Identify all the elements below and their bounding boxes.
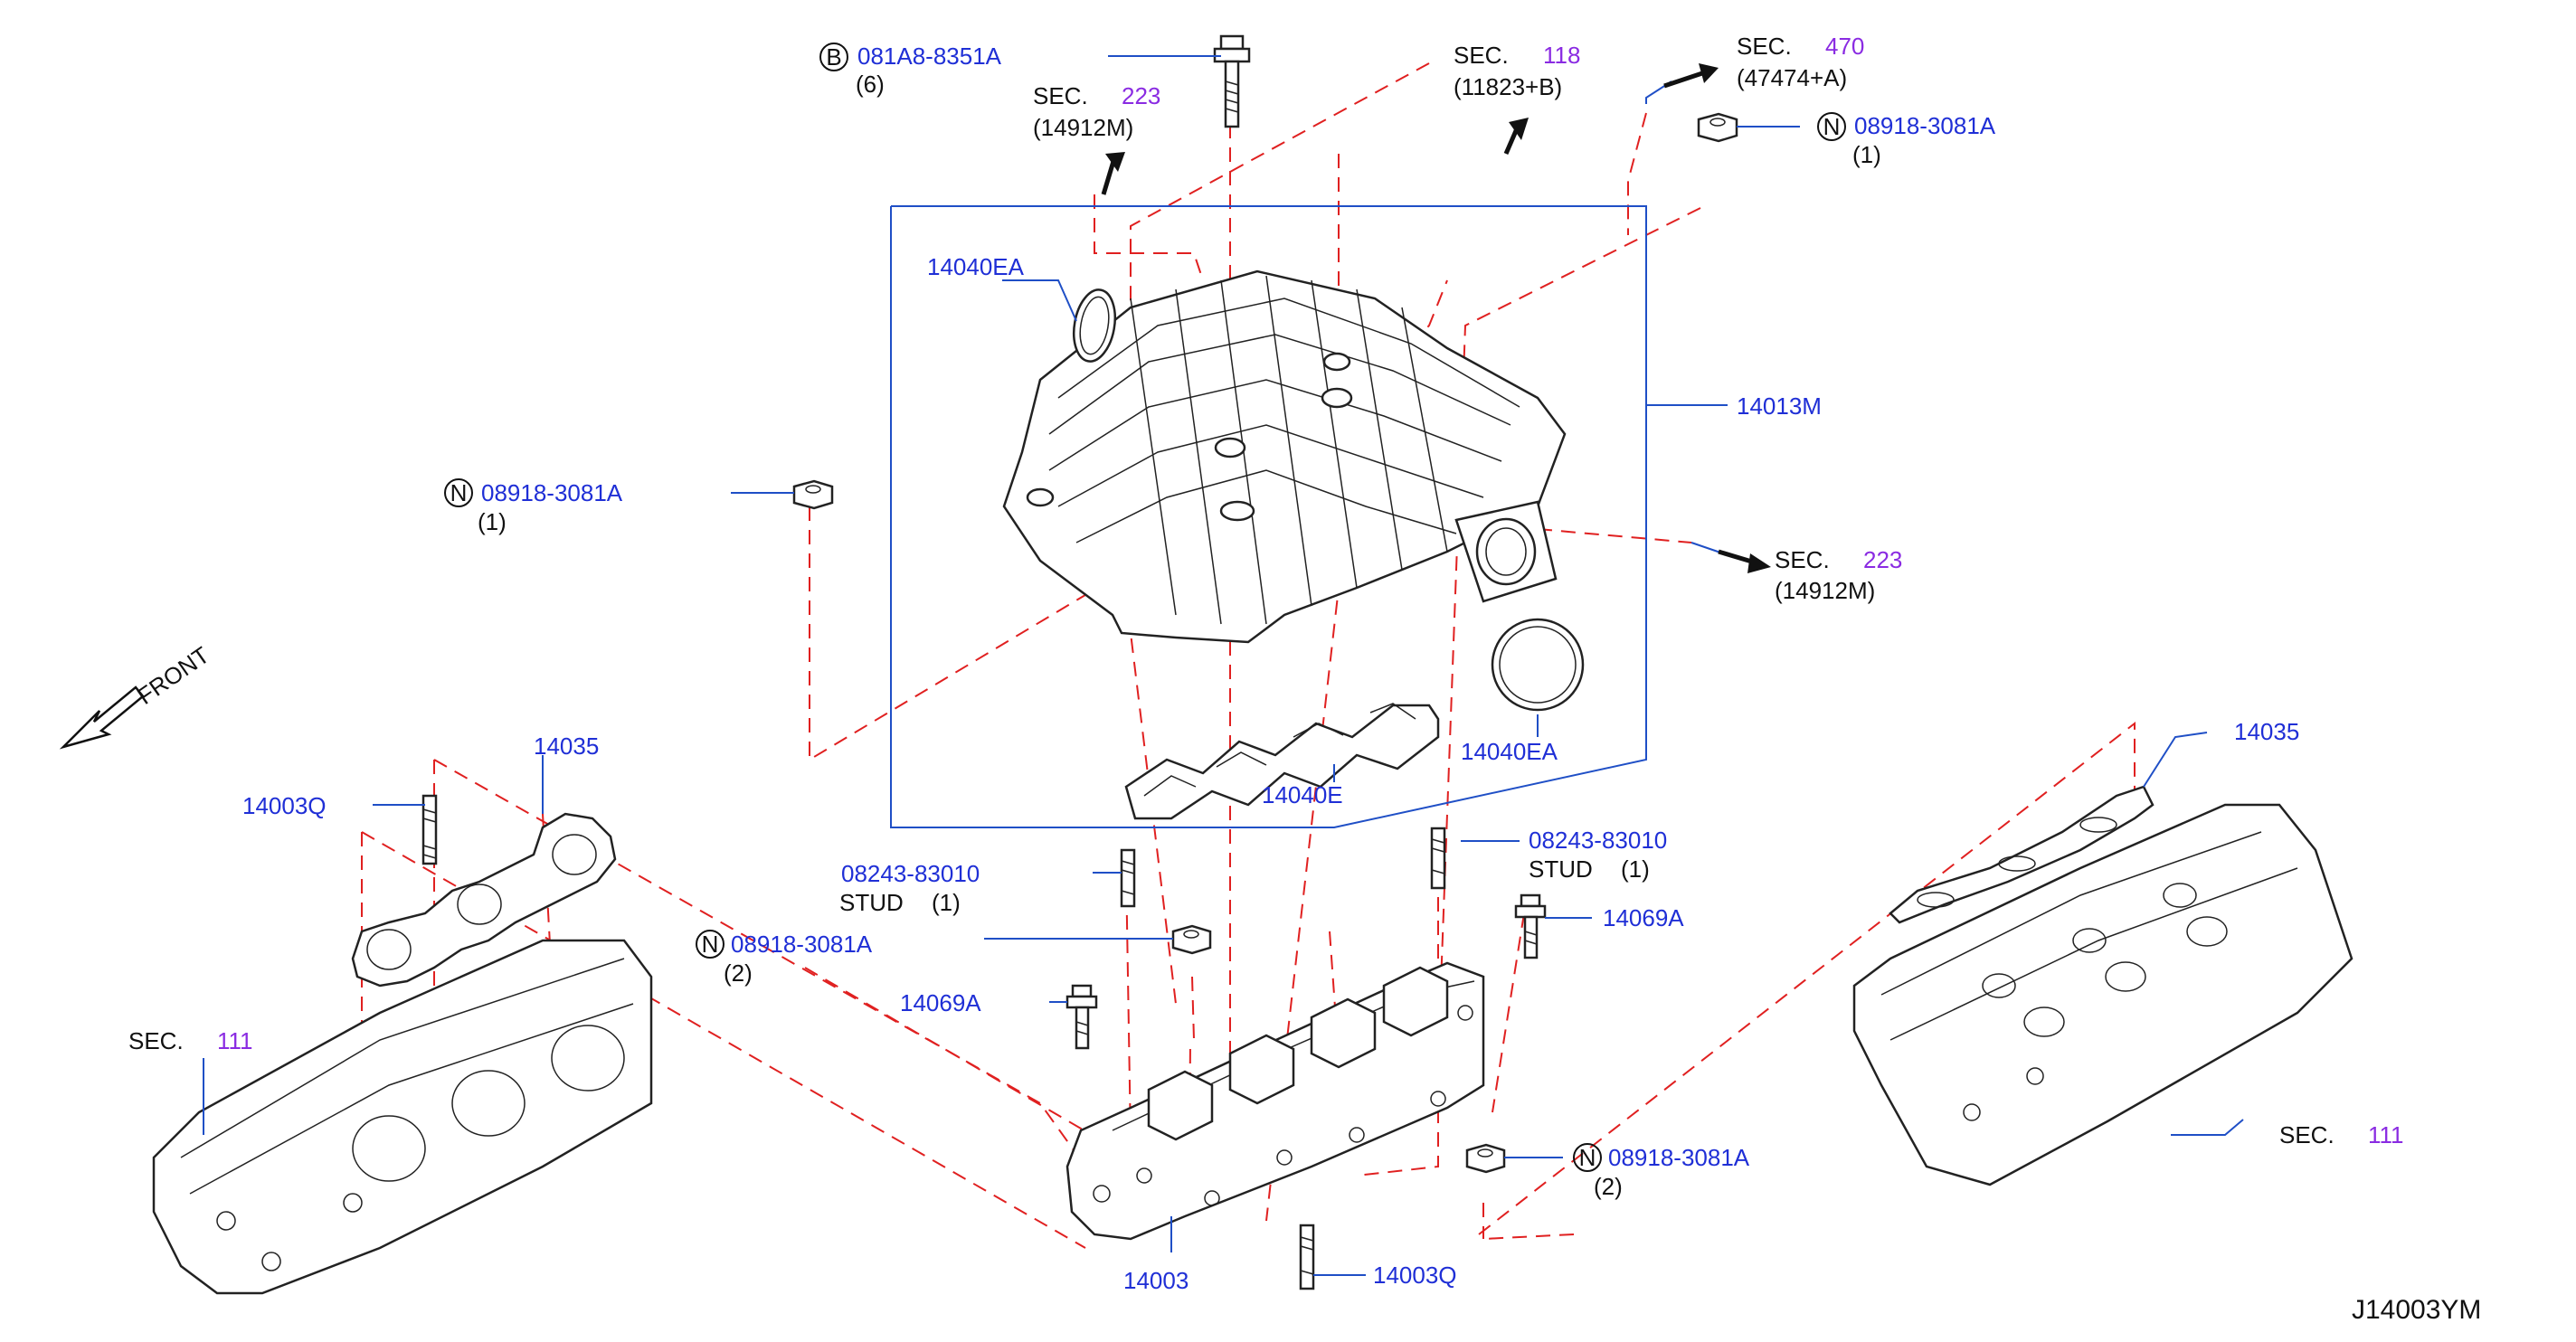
sec118-label: SEC.: [1454, 42, 1509, 69]
mark-B: B: [819, 43, 848, 71]
svg-text:N: N: [702, 931, 719, 958]
gasket-14035-right[interactable]: [1889, 785, 2155, 924]
label-14069A-right[interactable]: 14069A: [1603, 904, 1684, 931]
assembly-frame: [890, 205, 1647, 828]
stud-left-text: STUD: [839, 889, 904, 916]
nut-br[interactable]: [1465, 1143, 1506, 1174]
mark-N-mid: N: [696, 930, 724, 959]
gasket-14035-left[interactable]: [351, 812, 617, 988]
sec111-left-number[interactable]: 111: [217, 1027, 253, 1054]
bolt-081A8-8351A[interactable]: [1213, 34, 1251, 128]
label-14003Q-bottom[interactable]: 14003Q: [1373, 1262, 1457, 1289]
sec223-right-label: SEC.: [1775, 546, 1830, 573]
sec223-top-label: SEC.: [1033, 82, 1088, 109]
sec223-top-sub: (14912M): [1033, 114, 1133, 141]
stud-right-qty: (1): [1621, 855, 1650, 883]
qty-081A8: (6): [856, 71, 885, 98]
label-stud-right[interactable]: 08243-83010: [1529, 827, 1667, 854]
arrow-sec223-top: [1101, 152, 1125, 195]
bolt-14069A-right[interactable]: [1514, 893, 1547, 959]
stud-08243-left[interactable]: [1120, 848, 1136, 908]
stud-14003Q-left[interactable]: [421, 794, 438, 865]
qty-nut-tr: (1): [1852, 141, 1881, 168]
sec470-number[interactable]: 470: [1825, 33, 1864, 60]
arrow-front: [59, 685, 145, 750]
mark-N-tr: N: [1817, 112, 1846, 141]
label-14003Q-left[interactable]: 14003Q: [242, 792, 327, 819]
intake-manifold-14003[interactable]: [1065, 961, 1485, 1241]
label-14040EA-top[interactable]: 14040EA: [927, 253, 1025, 280]
svg-text:N: N: [450, 479, 468, 506]
sec223-right-number[interactable]: 223: [1863, 546, 1902, 573]
sec111-left-label: SEC.: [128, 1027, 184, 1054]
label-081A8-8351A[interactable]: 081A8-8351A: [857, 43, 1002, 70]
label-nut-tr[interactable]: 08918-3081A: [1854, 112, 1996, 139]
svg-text:B: B: [826, 43, 841, 71]
front-label: FRONT: [132, 641, 214, 710]
label-14069A-left[interactable]: 14069A: [900, 989, 981, 1016]
sec470-label: SEC.: [1737, 33, 1792, 60]
sec118-number[interactable]: 118: [1543, 42, 1580, 69]
cylinder-head-right[interactable]: [1852, 803, 2353, 1186]
leader-lines: [203, 55, 2244, 1276]
intake-collector-14013M[interactable]: [1002, 269, 1567, 644]
stud-14003Q-bottom[interactable]: [1299, 1224, 1315, 1290]
qty-nut-left: (1): [478, 508, 507, 535]
label-14035-left[interactable]: 14035: [534, 732, 599, 760]
gasket-ring-14040EA-bottom[interactable]: [1491, 618, 1585, 712]
sec470-sub: (47474+A): [1737, 64, 1847, 91]
arrow-sec223-right: [1690, 542, 1771, 573]
label-nut-left[interactable]: 08918-3081A: [481, 479, 623, 506]
cylinder-head-left[interactable]: [152, 939, 653, 1295]
label-14003[interactable]: 14003: [1123, 1267, 1189, 1294]
stud-right-text: STUD: [1529, 855, 1593, 883]
sec111-right-number[interactable]: 111: [2368, 1121, 2404, 1148]
label-nut-mid[interactable]: 08918-3081A: [731, 931, 873, 958]
stud-08243-right[interactable]: [1430, 827, 1446, 890]
svg-text:N: N: [1579, 1144, 1596, 1171]
label-14040E[interactable]: 14040E: [1262, 781, 1343, 808]
sec111-right-label: SEC.: [2279, 1121, 2334, 1148]
stud-left-qty: (1): [932, 889, 961, 916]
label-14013M[interactable]: 14013M: [1737, 392, 1822, 420]
svg-text:N: N: [1823, 113, 1841, 140]
bolt-14069A-left[interactable]: [1065, 984, 1098, 1050]
mark-N-br: N: [1573, 1143, 1602, 1172]
sec223-top-number[interactable]: 223: [1122, 82, 1160, 109]
label-stud-left[interactable]: 08243-83010: [841, 860, 980, 887]
qty-nut-br: (2): [1594, 1173, 1623, 1200]
qty-nut-mid: (2): [724, 959, 753, 987]
nut-mid[interactable]: [1171, 924, 1212, 955]
label-14035-right[interactable]: 14035: [2234, 718, 2299, 745]
gasket-14040E[interactable]: [1124, 703, 1440, 820]
diagram-code: J14003YM: [2352, 1295, 2481, 1325]
gasket-ring-14040EA-top[interactable]: [1068, 287, 1120, 364]
label-nut-br[interactable]: 08918-3081A: [1608, 1144, 1750, 1171]
nut-left[interactable]: [792, 479, 834, 510]
sec223-right-sub: (14912M): [1775, 577, 1875, 604]
arrow-sec470: [1645, 63, 1719, 104]
sec118-sub: (11823+B): [1454, 73, 1562, 100]
nut-tr[interactable]: [1697, 112, 1738, 143]
mark-N-left: N: [444, 478, 473, 507]
label-14040EA-bottom[interactable]: 14040EA: [1461, 738, 1558, 765]
arrow-sec118: [1503, 118, 1529, 155]
